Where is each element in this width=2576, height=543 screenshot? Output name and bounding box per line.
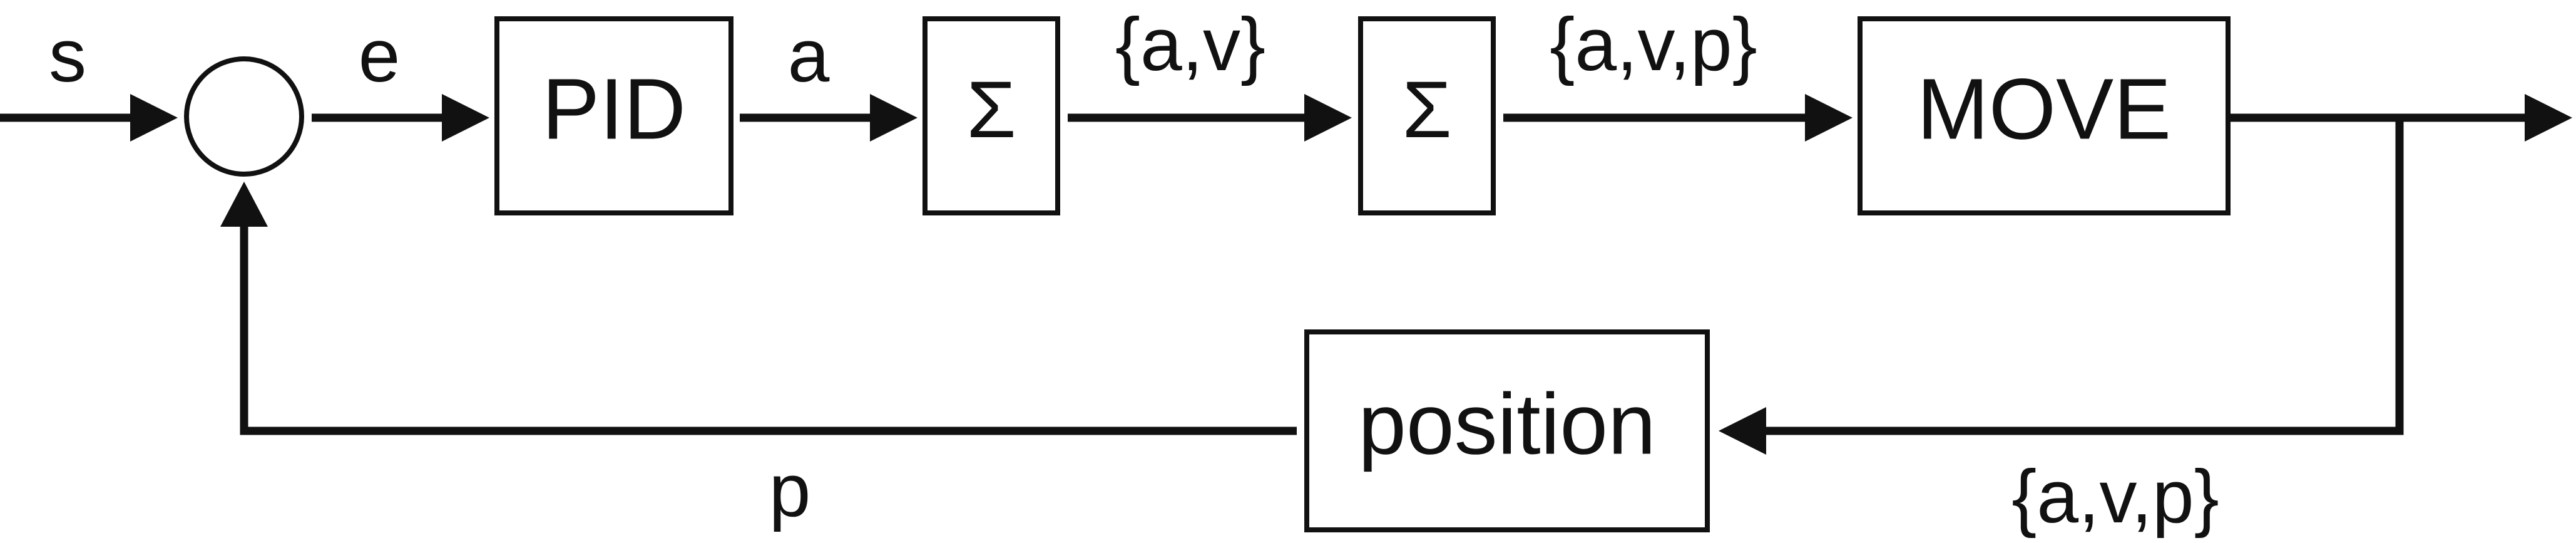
position-block-label: position	[1358, 376, 1656, 472]
state-av-label: {a,v}	[1115, 3, 1265, 86]
feedback-branch-wire	[1765, 118, 2404, 435]
output-arrowhead	[2525, 94, 2572, 142]
pid-block-label: PID	[542, 61, 686, 157]
integrator-block-1: Σ	[923, 16, 1060, 215]
state-avp-label: {a,v,p}	[1550, 3, 1757, 86]
acceleration-arrowhead	[870, 94, 917, 142]
integrator-block-1-label: Σ	[966, 65, 1016, 155]
summing-junction	[184, 56, 304, 177]
position-block: position	[1304, 329, 1710, 532]
pid-block: PID	[494, 16, 733, 215]
error-arrowhead	[442, 94, 489, 142]
move-block: MOVE	[1858, 16, 2231, 215]
error-label: e	[359, 14, 401, 98]
setpoint-label: s	[49, 14, 86, 98]
integrator-block-2-label: Σ	[1402, 65, 1451, 155]
feedback-arrowhead	[1719, 407, 1766, 455]
setpoint-arrowhead	[130, 94, 178, 142]
integrator-block-2: Σ	[1358, 16, 1496, 215]
state-av-arrowhead	[1304, 94, 1352, 142]
state-avp-arrowhead	[1805, 94, 1853, 142]
move-block-label: MOVE	[1917, 61, 2171, 157]
position-feedback-arrowhead	[220, 182, 268, 227]
feedback-state-label: {a,v,p}	[2011, 455, 2219, 539]
position-feedback-wire	[240, 225, 1297, 435]
position-feedback-label: p	[769, 448, 811, 532]
acceleration-label: a	[788, 14, 830, 98]
